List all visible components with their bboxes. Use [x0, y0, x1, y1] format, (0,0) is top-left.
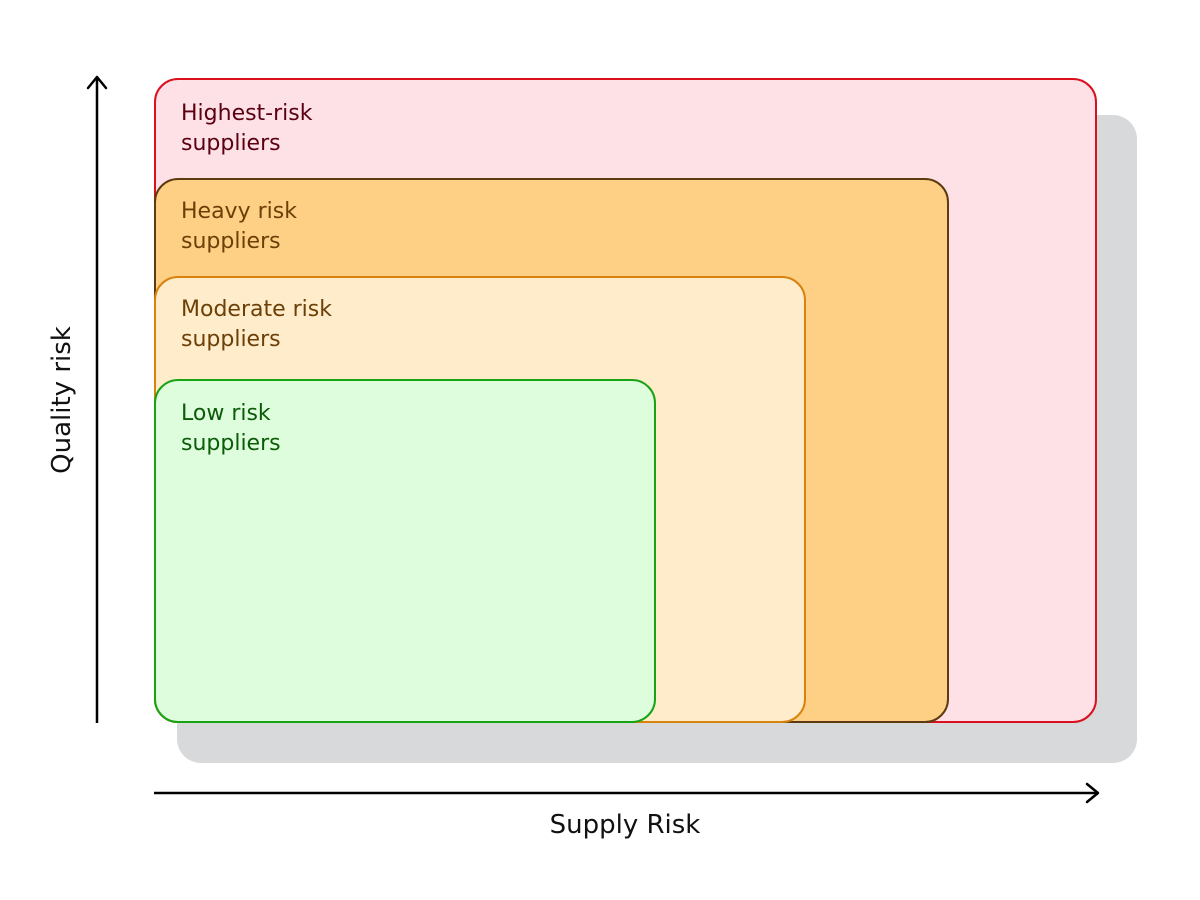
zone-low-risk-label: Low risk suppliers [181, 401, 281, 456]
y-axis-label: Quality risk [47, 326, 77, 474]
zone-low-risk: Low risk suppliers [154, 379, 656, 723]
y-axis-arrowhead [86, 75, 108, 90]
y-axis-arrow [86, 75, 108, 723]
zone-heavy-risk-label: Heavy risk suppliers [181, 199, 297, 254]
x-axis-arrowhead [1085, 782, 1100, 804]
zone-moderate-risk-label: Moderate risk suppliers [181, 297, 332, 352]
x-axis-arrow [154, 782, 1100, 804]
zone-highest-risk-label: Highest-risk suppliers [181, 101, 313, 156]
x-axis-label: Supply Risk [549, 810, 701, 840]
